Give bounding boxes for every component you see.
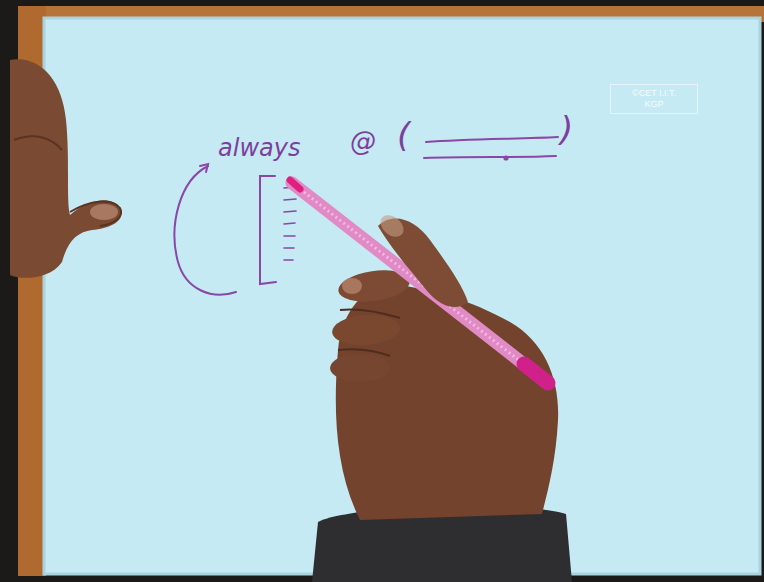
- handwritten-code: (: [397, 118, 410, 152]
- left-hand: [10, 59, 121, 277]
- handwritten-code: ): [560, 112, 573, 146]
- enclosing-bracket: [175, 166, 236, 295]
- pen-stripes: [300, 189, 548, 383]
- right-hand: [290, 180, 572, 582]
- square-bracket: [260, 176, 276, 284]
- watermark-box: ©CET I.I.T. KGP: [610, 84, 698, 114]
- dot: [504, 156, 507, 159]
- handwriting-strokes: [175, 137, 558, 295]
- watermark-text: ©CET I.I.T. KGP: [623, 88, 685, 110]
- blue-paper: [44, 18, 760, 574]
- thumb: [378, 218, 468, 306]
- sleeve: [312, 506, 572, 582]
- blank-line: [426, 137, 558, 142]
- pen-body: [292, 183, 548, 383]
- handwritten-code: @: [350, 128, 376, 154]
- blank-line: [424, 156, 556, 158]
- pen-tip: [290, 180, 300, 189]
- statement-dashes: [284, 187, 296, 260]
- paper-edge: [44, 18, 760, 574]
- wooden-frame-left: [18, 6, 46, 576]
- pen-cap: [524, 364, 548, 383]
- handwritten-code: always: [218, 136, 300, 160]
- bracket-tick: [200, 164, 208, 172]
